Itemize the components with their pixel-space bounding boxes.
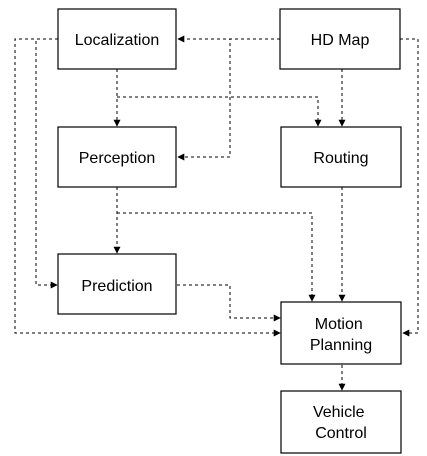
svg-text:Perception: Perception bbox=[79, 150, 156, 167]
node-localization: Localization bbox=[57, 8, 177, 70]
node-perception-label: Perception bbox=[79, 150, 156, 167]
node-localization-label: Localization bbox=[75, 32, 160, 49]
nodes-layer: Localization HD Map Perception Routing P bbox=[57, 8, 402, 454]
node-motion-planning-label-line-2: Planning bbox=[310, 337, 372, 354]
node-vehicle-control-label-line-1: Vehicle bbox=[313, 404, 365, 421]
edge-prediction-to-motion-planning bbox=[177, 284, 281, 322]
node-perception: Perception bbox=[57, 126, 177, 188]
svg-text:Localization: Localization bbox=[75, 32, 160, 49]
edge-hd-map-to-perception bbox=[177, 38, 280, 161]
node-routing: Routing bbox=[280, 126, 402, 188]
svg-text:Vehicle Control: Vehicle Control bbox=[313, 404, 369, 442]
node-prediction-label: Prediction bbox=[81, 278, 152, 295]
edge-hd-map-to-motion-planning bbox=[400, 38, 419, 337]
svg-text:HD Map: HD Map bbox=[311, 32, 370, 49]
edge-perception-to-motion-planning bbox=[117, 212, 316, 302]
node-vehicle-control: Vehicle Control bbox=[280, 390, 402, 454]
edges-layer bbox=[14, 35, 419, 391]
svg-text:Routing: Routing bbox=[313, 150, 368, 167]
node-vehicle-control-label-line-2: Control bbox=[315, 425, 367, 442]
svg-text:Prediction: Prediction bbox=[81, 278, 152, 295]
edge-localization-to-prediction bbox=[35, 38, 58, 289]
node-motion-planning-label-line-1: Motion bbox=[315, 316, 363, 333]
node-routing-label: Routing bbox=[313, 150, 368, 167]
edge-localization-to-routing bbox=[117, 96, 322, 127]
node-hd-map: HD Map bbox=[279, 8, 401, 70]
node-hd-map-label: HD Map bbox=[311, 32, 370, 49]
node-motion-planning: Motion Planning bbox=[280, 301, 402, 365]
svg-text:Motion Planning: Motion Planning bbox=[310, 316, 372, 354]
edge-localization-to-motion-planning bbox=[14, 38, 281, 337]
node-prediction: Prediction bbox=[57, 253, 177, 315]
